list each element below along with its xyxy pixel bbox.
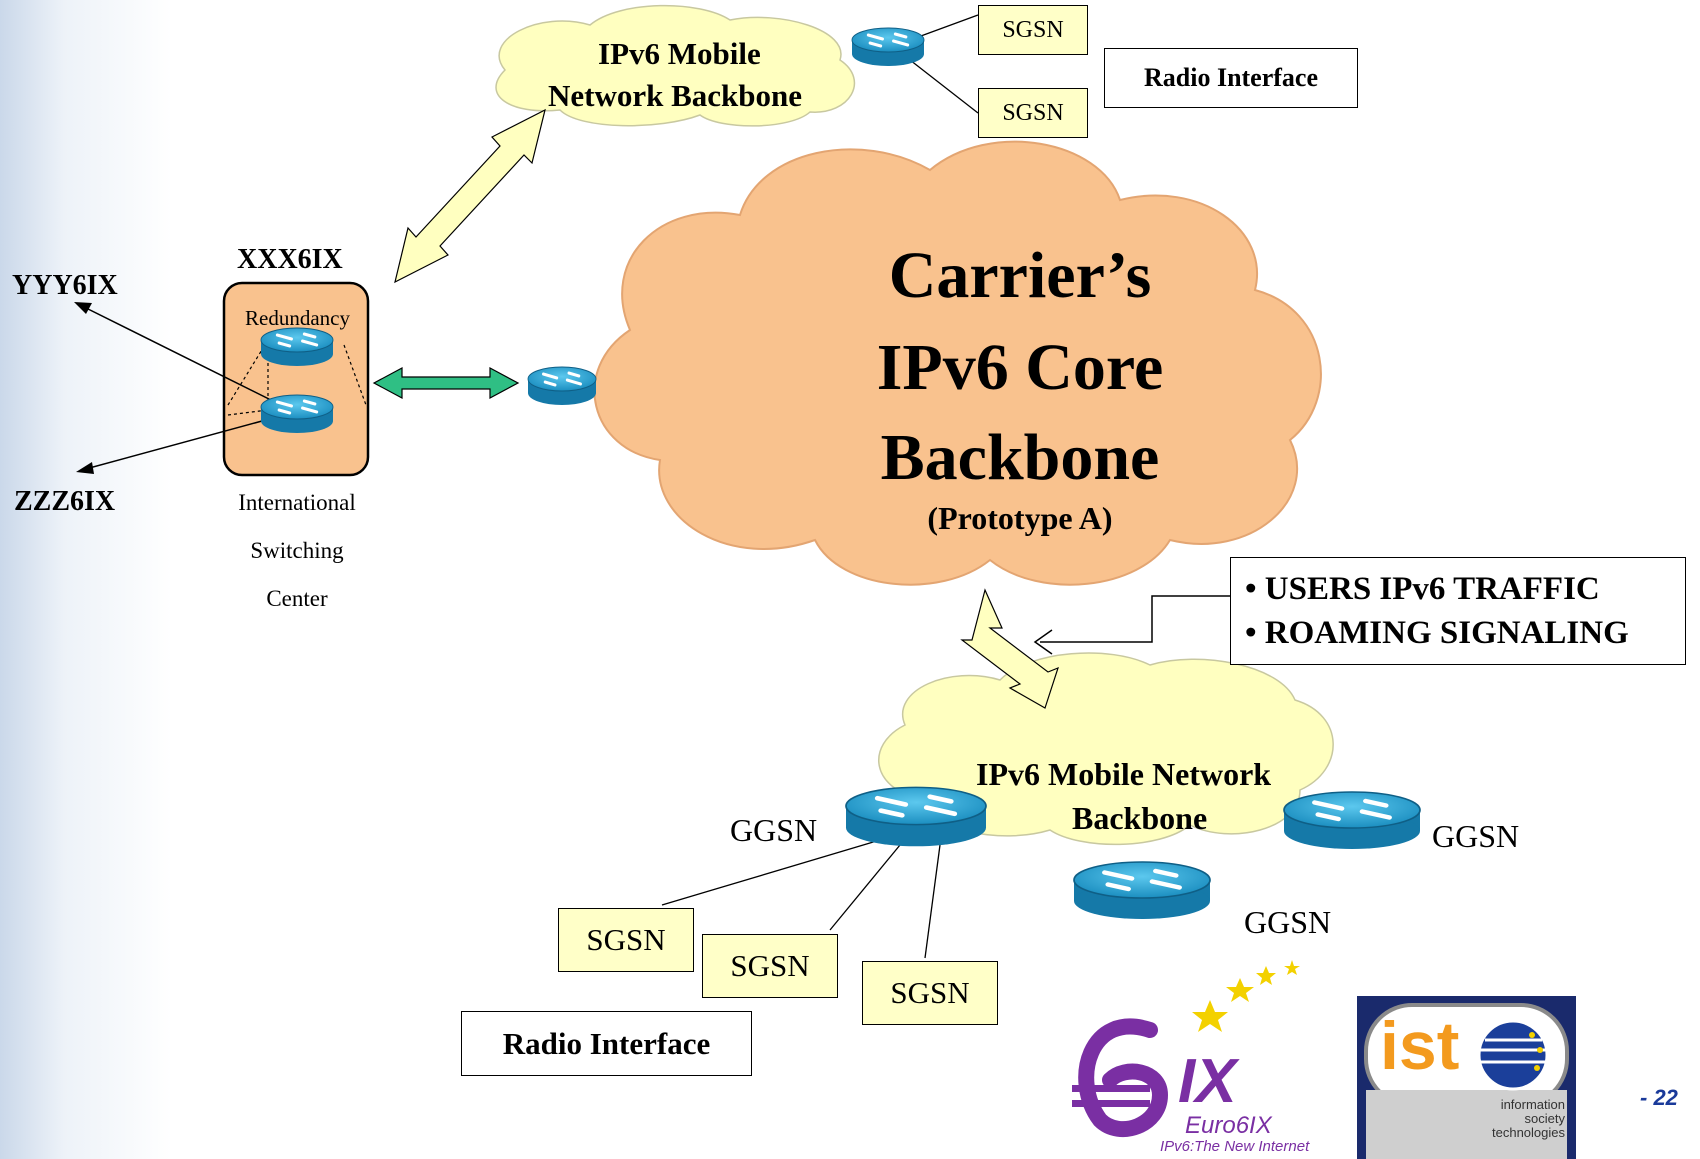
ist-caption-line1: information [1500, 1097, 1565, 1112]
exchange-title: XXX6IX [237, 244, 343, 275]
core-label-line1: Carrier’s [888, 239, 1152, 312]
background-globe [0, 0, 540, 1159]
link-to-zzz6ix [81, 411, 296, 471]
bottom-sgsn-box-3: SGSN [862, 961, 998, 1025]
peer-zzz6ix-label: ZZZ6IX [14, 486, 116, 517]
router-icon-ggsn-left [846, 787, 986, 846]
ist-logo [1357, 996, 1576, 1159]
top-mobile-cloud [495, 4, 856, 127]
top-sgsn-label-2: SGSN [1002, 99, 1064, 126]
router-icon-ggsn-right [1284, 792, 1420, 849]
core-cloud [593, 140, 1322, 586]
svg-text:IX: IX [1178, 1047, 1240, 1116]
router-icon-ggsn-middle [1074, 862, 1210, 919]
bottom-sgsn-label-3: SGSN [890, 975, 970, 1010]
traffic-box-connector [1040, 595, 1230, 643]
peer-yyy6ix-label: YYY6IX [12, 270, 118, 301]
core-label-line2: IPv6 Core [876, 331, 1164, 404]
page-number: - 22 [1640, 1085, 1678, 1110]
euro6ix-tagline: IPv6:The New Internet [1160, 1138, 1310, 1155]
green-link-arrow [372, 366, 520, 400]
ist-caption-line3: technologies [1492, 1125, 1565, 1140]
top-backbone-label-line1: IPv6 Mobile [598, 36, 761, 71]
router-icon-top-backbone [850, 26, 926, 68]
router-icon-redundancy-1 [259, 326, 335, 368]
euro6ix-logo-text: Euro6IX [1185, 1112, 1272, 1139]
top-sgsn-box-2: SGSN [978, 88, 1088, 138]
top-backbone-label-line2: Network Backbone [548, 78, 803, 113]
traffic-item-users: • USERS IPv6 TRAFFIC [1245, 571, 1600, 607]
top-radio-interface-label: Radio Interface [1143, 63, 1318, 92]
ist-caption-line2: society [1524, 1111, 1565, 1126]
bottom-backbone-label-line1: IPv6 Mobile Network [976, 756, 1272, 792]
arrowhead-yyy6ix [74, 302, 92, 314]
top-radio-interface-box: Radio Interface [1104, 48, 1358, 108]
bottom-sgsn-label-1: SGSN [586, 922, 666, 957]
redundancy-dotted-links [227, 339, 367, 416]
top-sgsn-box-1: SGSN [978, 5, 1088, 55]
isc-caption-line1: International [238, 490, 356, 515]
ggsn-label-middle: GGSN [1244, 904, 1332, 940]
bottom-sgsn-box-2: SGSN [702, 934, 838, 998]
isc-caption-line2: Switching [250, 538, 344, 563]
bottom-sgsn-label-2: SGSN [730, 948, 810, 983]
bottom-radio-interface-box: Radio Interface [461, 1011, 752, 1076]
core-label-sub: (Prototype A) [927, 500, 1113, 536]
link-to-yyy6ix [79, 304, 296, 413]
exchange-box [222, 281, 370, 477]
redundancy-label: Redundancy [245, 306, 350, 330]
ist-logo-text: ist [1380, 1008, 1460, 1084]
arrow-core-to-bottom-backbone [960, 588, 1059, 709]
traffic-connector-arrowhead [1033, 629, 1053, 655]
traffic-types-box: • USERS IPv6 TRAFFIC • ROAMING SIGNALING [1230, 557, 1686, 665]
router-icon-core-edge [526, 365, 598, 407]
euro6ix-logo: IX [1072, 960, 1300, 1137]
bottom-sgsn-box-1: SGSN [558, 908, 694, 972]
link-top-sgsn-2 [909, 59, 979, 114]
arrow-exchange-to-top-backbone [394, 108, 546, 284]
ggsn-label-left: GGSN [730, 812, 818, 848]
link-bottom-sgsn-3 [924, 844, 941, 959]
top-sgsn-label-1: SGSN [1002, 16, 1064, 43]
link-bottom-sgsn-2 [829, 844, 901, 931]
traffic-item-roaming: • ROAMING SIGNALING [1245, 615, 1629, 651]
core-label-line3: Backbone [880, 421, 1160, 494]
isc-caption-line3: Center [266, 586, 328, 611]
link-bottom-sgsn-1 [661, 839, 881, 906]
bottom-radio-interface-label: Radio Interface [502, 1025, 711, 1061]
arrowhead-zzz6ix [76, 462, 94, 474]
ggsn-label-right: GGSN [1432, 818, 1520, 854]
router-icon-redundancy-2 [259, 393, 335, 435]
bottom-backbone-label-line2: Backbone [1072, 800, 1208, 836]
